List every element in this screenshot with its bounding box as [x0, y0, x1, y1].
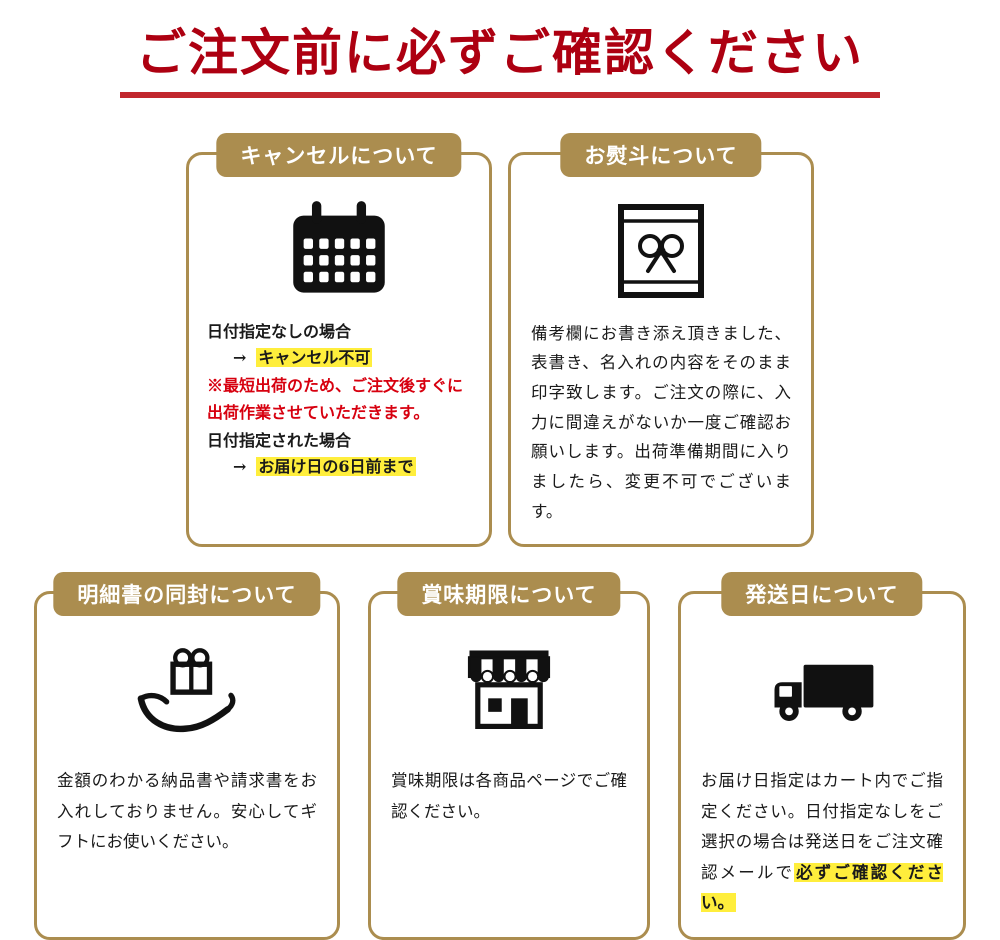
highlight-cancel-not-possible: キャンセル不可 [256, 347, 373, 367]
card-shipping: 発送日について お届け日指定はカート内でご指定ください。日付指定なしをご選択の場… [678, 572, 966, 940]
calendar-icon [189, 195, 489, 307]
row-top: キャンセルについて 日付指定なしの場合 [0, 132, 1000, 548]
cancel-result-with-date: → お届け日の6日前まで [207, 454, 473, 480]
card-noshi-body: 備考欄にお書き添え頂きました、表書き、名入れの内容をそのまま印字致します。ご注文… [531, 323, 791, 521]
gift-hand-icon [37, 630, 337, 750]
card-cancellation-body: 日付指定なしの場合 → キャンセル不可 ※最短出荷のため、ご注文後すぐに出荷作業さ… [189, 307, 489, 481]
truck-icon [681, 630, 963, 750]
noshi-gift-icon [511, 195, 811, 307]
highlight-six-days-before: お届け日の6日前まで [256, 457, 416, 477]
page-header: ご注文前に必ずご確認ください [0, 0, 1000, 98]
shipping-body-text: お届け日指定はカート内でご指定ください。日付指定なしをご選択の場合は発送日をご注… [701, 771, 943, 882]
card-noshi-title: お熨斗について [560, 132, 762, 177]
title-underline [120, 91, 880, 98]
arrow-glyph: → [233, 347, 247, 367]
arrow-glyph: → [233, 457, 247, 477]
cancel-result-no-date: → キャンセル不可 [207, 345, 473, 371]
row-bottom: 明細書の同封について 金額のわかる納品書や請求書をお入れしておりません。安心して… [0, 572, 1000, 940]
card-invoice-title: 明細書の同封について [53, 572, 321, 617]
cancel-note-red: ※最短出荷のため、ご注文後すぐに出荷作業させていただきます。 [207, 376, 464, 422]
card-invoice: 明細書の同封について 金額のわかる納品書や請求書をお入れしておりません。安心して… [34, 572, 340, 940]
card-shipping-body: お届け日指定はカート内でご指定ください。日付指定なしをご選択の場合は発送日をご注… [681, 750, 963, 937]
card-expiry-title: 賞味期限について [397, 572, 621, 617]
card-expiry: 賞味期限について [368, 572, 650, 940]
card-cancellation: キャンセルについて 日付指定なしの場合 [186, 132, 492, 548]
card-shipping-title: 発送日について [721, 572, 923, 617]
cancel-case-no-date: 日付指定なしの場合 [207, 321, 352, 341]
card-noshi: お熨斗について 備考欄にお書き添え頂きました、表書き、名入れの内容をそのまま印字… [508, 132, 814, 548]
card-expiry-body: 賞味期限は各商品ページでご確認ください。 [391, 771, 627, 821]
card-cancellation-title: キャンセルについて [216, 132, 462, 177]
page-title: ご注文前に必ずご確認ください [136, 23, 864, 82]
cancel-case-with-date: 日付指定された場合 [207, 431, 352, 451]
storefront-icon [371, 630, 647, 750]
card-invoice-body: 金額のわかる納品書や請求書をお入れしておりません。安心してギフトにお使いください… [57, 771, 317, 852]
